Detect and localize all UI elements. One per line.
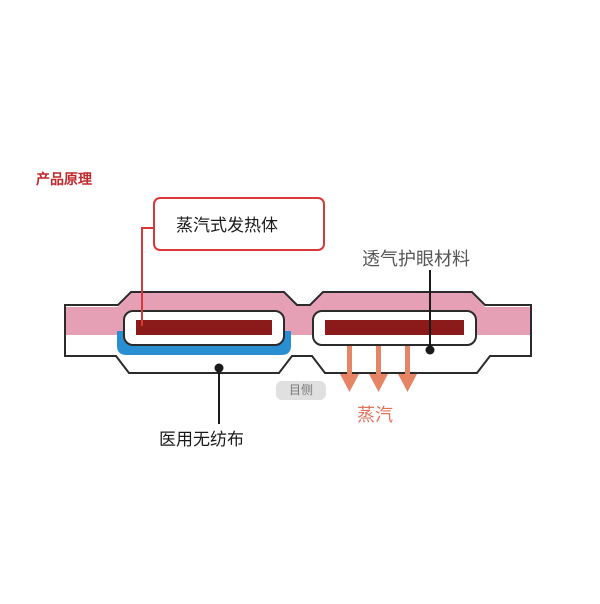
down-arrow-icon (398, 346, 417, 392)
eye-material-label: 透气护眼材料 (362, 249, 470, 270)
eye-side-badge: 目侧 (276, 381, 326, 400)
left-heater-element (136, 320, 272, 335)
leader-dot-icon (425, 345, 435, 355)
heater-leader-line (141, 227, 153, 326)
steam-label: 蒸汽 (357, 405, 393, 426)
nonwoven-label: 医用无纺布 (159, 430, 244, 450)
mask-outline (64, 291, 532, 374)
steam-arrows (340, 346, 417, 392)
right-heater-element (325, 320, 464, 335)
heater-callout-box (153, 197, 325, 251)
heater-label: 蒸汽式发热体 (176, 216, 278, 236)
down-arrow-icon (369, 346, 388, 392)
down-arrow-icon (340, 346, 359, 392)
section-title: 产品原理 (36, 172, 92, 188)
leader-dot-icon (214, 363, 224, 373)
